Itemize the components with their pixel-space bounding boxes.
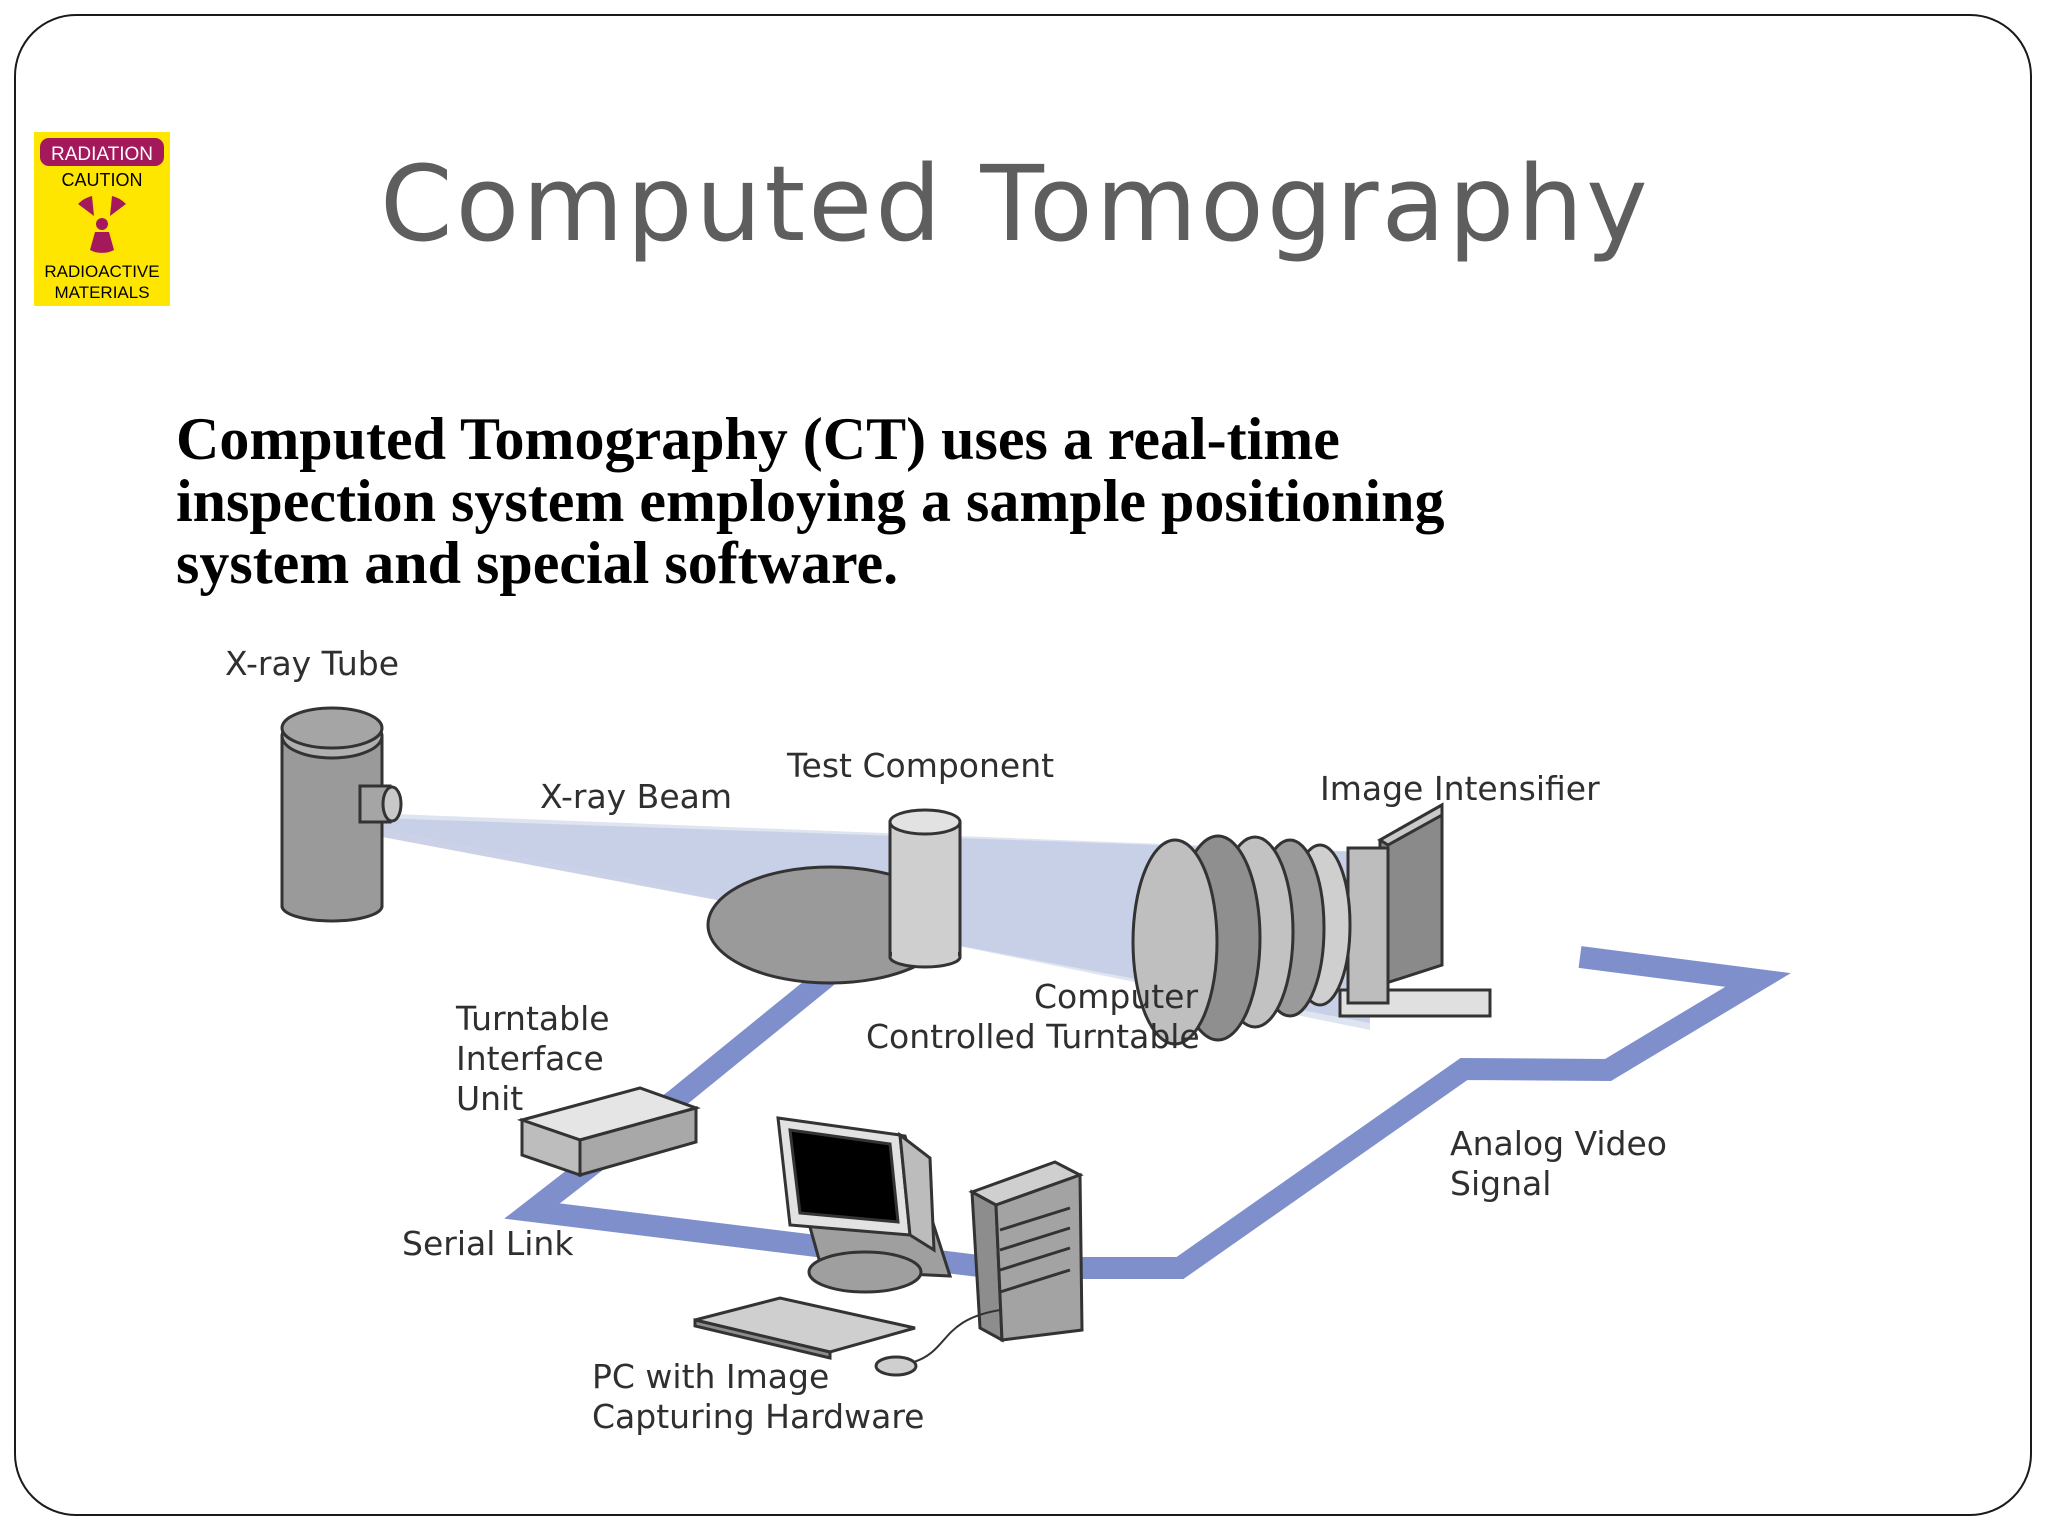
label-analog-video-line1: Analog Video bbox=[1450, 1124, 1667, 1163]
mouse bbox=[874, 1355, 918, 1377]
sign-line-radioactive: RADIOACTIVE bbox=[44, 262, 159, 281]
sign-line-caution: CAUTION bbox=[62, 170, 143, 190]
body-line-1: Computed Tomography (CT) uses a real-tim… bbox=[176, 406, 1340, 472]
label-serial-link: Serial Link bbox=[402, 1224, 574, 1263]
radiation-warning-sign: RADIATION CAUTION RADIOACTIVE MATERIALS bbox=[34, 132, 170, 306]
label-analog-video-line2: Signal bbox=[1450, 1164, 1551, 1203]
ct-system-diagram: X-ray Tube X-ray Beam Test Component Ima… bbox=[225, 644, 1791, 1436]
body-line-3: system and special software. bbox=[176, 530, 899, 596]
keyboard bbox=[694, 1296, 916, 1354]
label-turntable-line1: Computer bbox=[1034, 977, 1198, 1016]
label-pc-line1: PC with Image bbox=[592, 1357, 829, 1396]
pc-workstation bbox=[693, 1116, 1084, 1377]
slide-title: Computed Tomography bbox=[380, 143, 1651, 265]
label-interface-line3: Unit bbox=[456, 1079, 523, 1118]
label-turntable-line2: Controlled Turntable bbox=[866, 1017, 1200, 1056]
body-line-2: inspection system employing a sample pos… bbox=[176, 468, 1445, 534]
xray-tube bbox=[280, 706, 403, 923]
label-interface-line2: Interface bbox=[456, 1039, 604, 1078]
slide-body-text: Computed Tomography (CT) uses a real-tim… bbox=[176, 408, 1776, 594]
monitor-screen bbox=[788, 1128, 900, 1224]
label-test-component: Test Component bbox=[786, 746, 1054, 785]
label-xray-tube: X-ray Tube bbox=[225, 644, 399, 683]
turntable-interface-unit bbox=[516, 1086, 701, 1178]
image-intensifier bbox=[1131, 802, 1492, 1046]
sign-header-badge bbox=[40, 138, 164, 166]
label-pc-line2: Capturing Hardware bbox=[592, 1397, 924, 1436]
radiation-trefoil-icon bbox=[78, 196, 126, 253]
label-interface-line1: Turntable bbox=[455, 999, 610, 1038]
label-xray-beam: X-ray Beam bbox=[540, 777, 732, 816]
sign-line-materials: MATERIALS bbox=[54, 283, 149, 302]
label-image-intensifier: Image Intensifier bbox=[1320, 769, 1600, 808]
cable-analog-video bbox=[1082, 946, 1791, 1279]
sign-line-radiation: RADIATION bbox=[51, 144, 153, 165]
test-component bbox=[888, 808, 962, 969]
